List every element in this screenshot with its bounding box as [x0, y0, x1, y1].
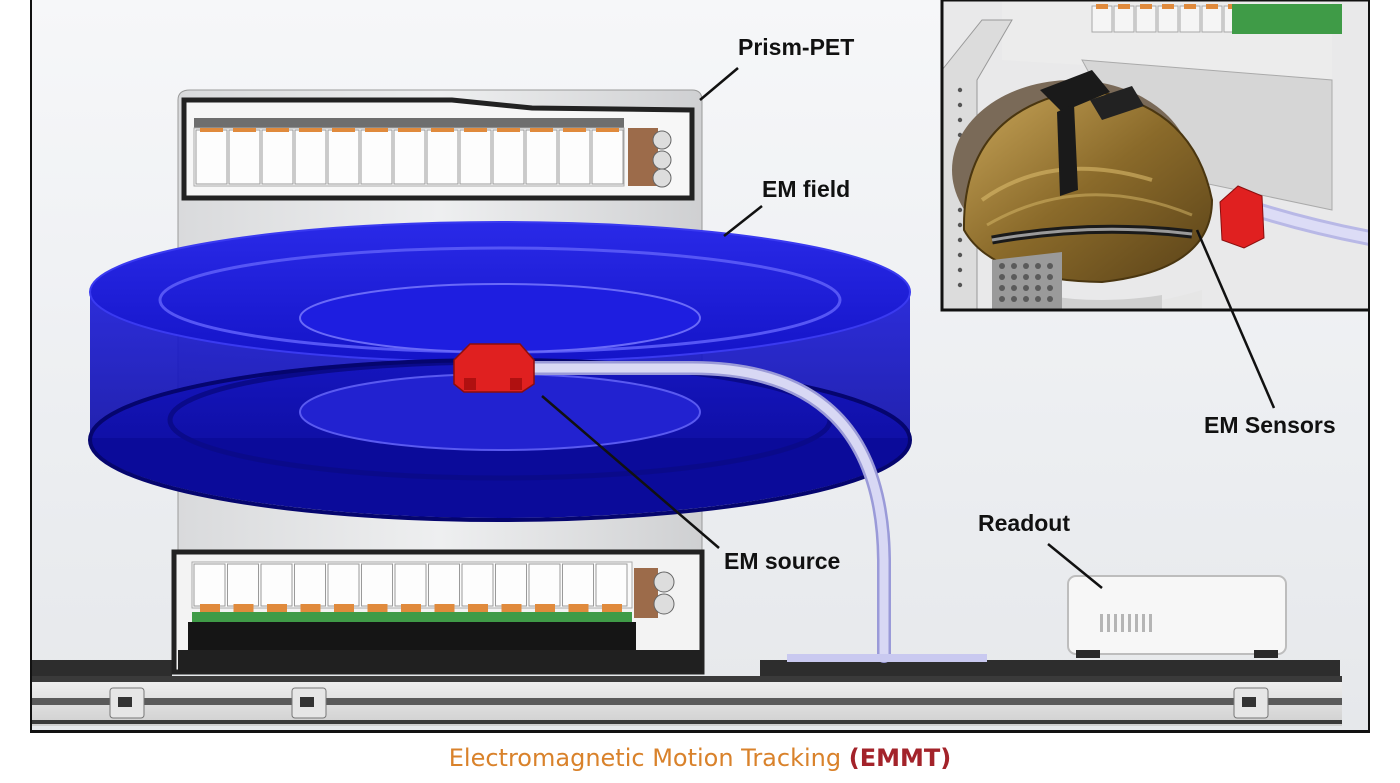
detector-crystal [394, 563, 427, 607]
top-cooling-fittings [628, 128, 672, 188]
bottom-cooling-fittings [634, 568, 675, 618]
bottom-detector-array [193, 563, 628, 612]
detector-crystal [595, 563, 628, 607]
detector-crystal [558, 129, 591, 185]
scene-illustration [32, 0, 1368, 726]
detector-crystal [327, 563, 360, 607]
rail-clamp [291, 687, 327, 719]
label-em-source: EM source [724, 548, 841, 574]
caption-main: Electromagnetic Motion Tracking [448, 744, 842, 772]
rail-clamp [1233, 687, 1269, 719]
label-em-field: EM field [762, 176, 851, 202]
detector-crystal [528, 563, 561, 607]
leader-line-em-field [723, 205, 763, 237]
figure-caption: Electromagnetic Motion Tracking (EMMT) [0, 744, 1400, 772]
inset-base-plate [999, 263, 1053, 302]
em-source-device [453, 343, 535, 393]
detector-crystal [525, 129, 558, 185]
detector-crystal [495, 563, 527, 607]
detector-crystal [492, 129, 525, 185]
label-prism-pet: Prism-PET [738, 34, 855, 60]
readout-vents [1100, 614, 1152, 632]
detector-crystal [193, 563, 226, 607]
leader-line-readout [1047, 543, 1103, 589]
detector-crystal [426, 129, 459, 185]
detector-crystal [562, 563, 594, 607]
leader-line-em-sensors [1195, 229, 1276, 409]
detector-crystal [361, 563, 393, 607]
detector-crystal [261, 129, 294, 185]
caption-abbreviation: (EMMT) [848, 744, 952, 772]
detector-crystal [461, 563, 494, 607]
cable-base-plate [787, 654, 987, 662]
leader-line-prism-pet [699, 67, 739, 101]
detector-crystal [428, 563, 460, 607]
detector-crystal [195, 129, 228, 185]
detector-crystal [294, 129, 327, 185]
figure-panel: Prism-PET EM field EM source EM Sensors … [30, 0, 1370, 733]
detector-crystal [227, 563, 259, 607]
inset-view [940, 0, 1368, 312]
detector-crystal [360, 129, 393, 185]
em-field-disc [88, 221, 912, 522]
detector-crystal [393, 129, 426, 185]
label-readout: Readout [978, 510, 1070, 536]
detector-crystal [591, 129, 624, 185]
detector-crystal [228, 129, 261, 185]
top-detector-array [195, 128, 624, 185]
readout-box [1067, 575, 1287, 658]
detector-crystal [260, 563, 293, 607]
label-em-sensors: EM Sensors [1204, 412, 1336, 438]
rail-clamp [109, 687, 145, 719]
base-rail [32, 660, 1342, 726]
detector-crystal [327, 129, 360, 185]
leader-line-em-source [541, 395, 720, 549]
detector-crystal [459, 129, 492, 185]
detector-crystal [294, 563, 326, 607]
